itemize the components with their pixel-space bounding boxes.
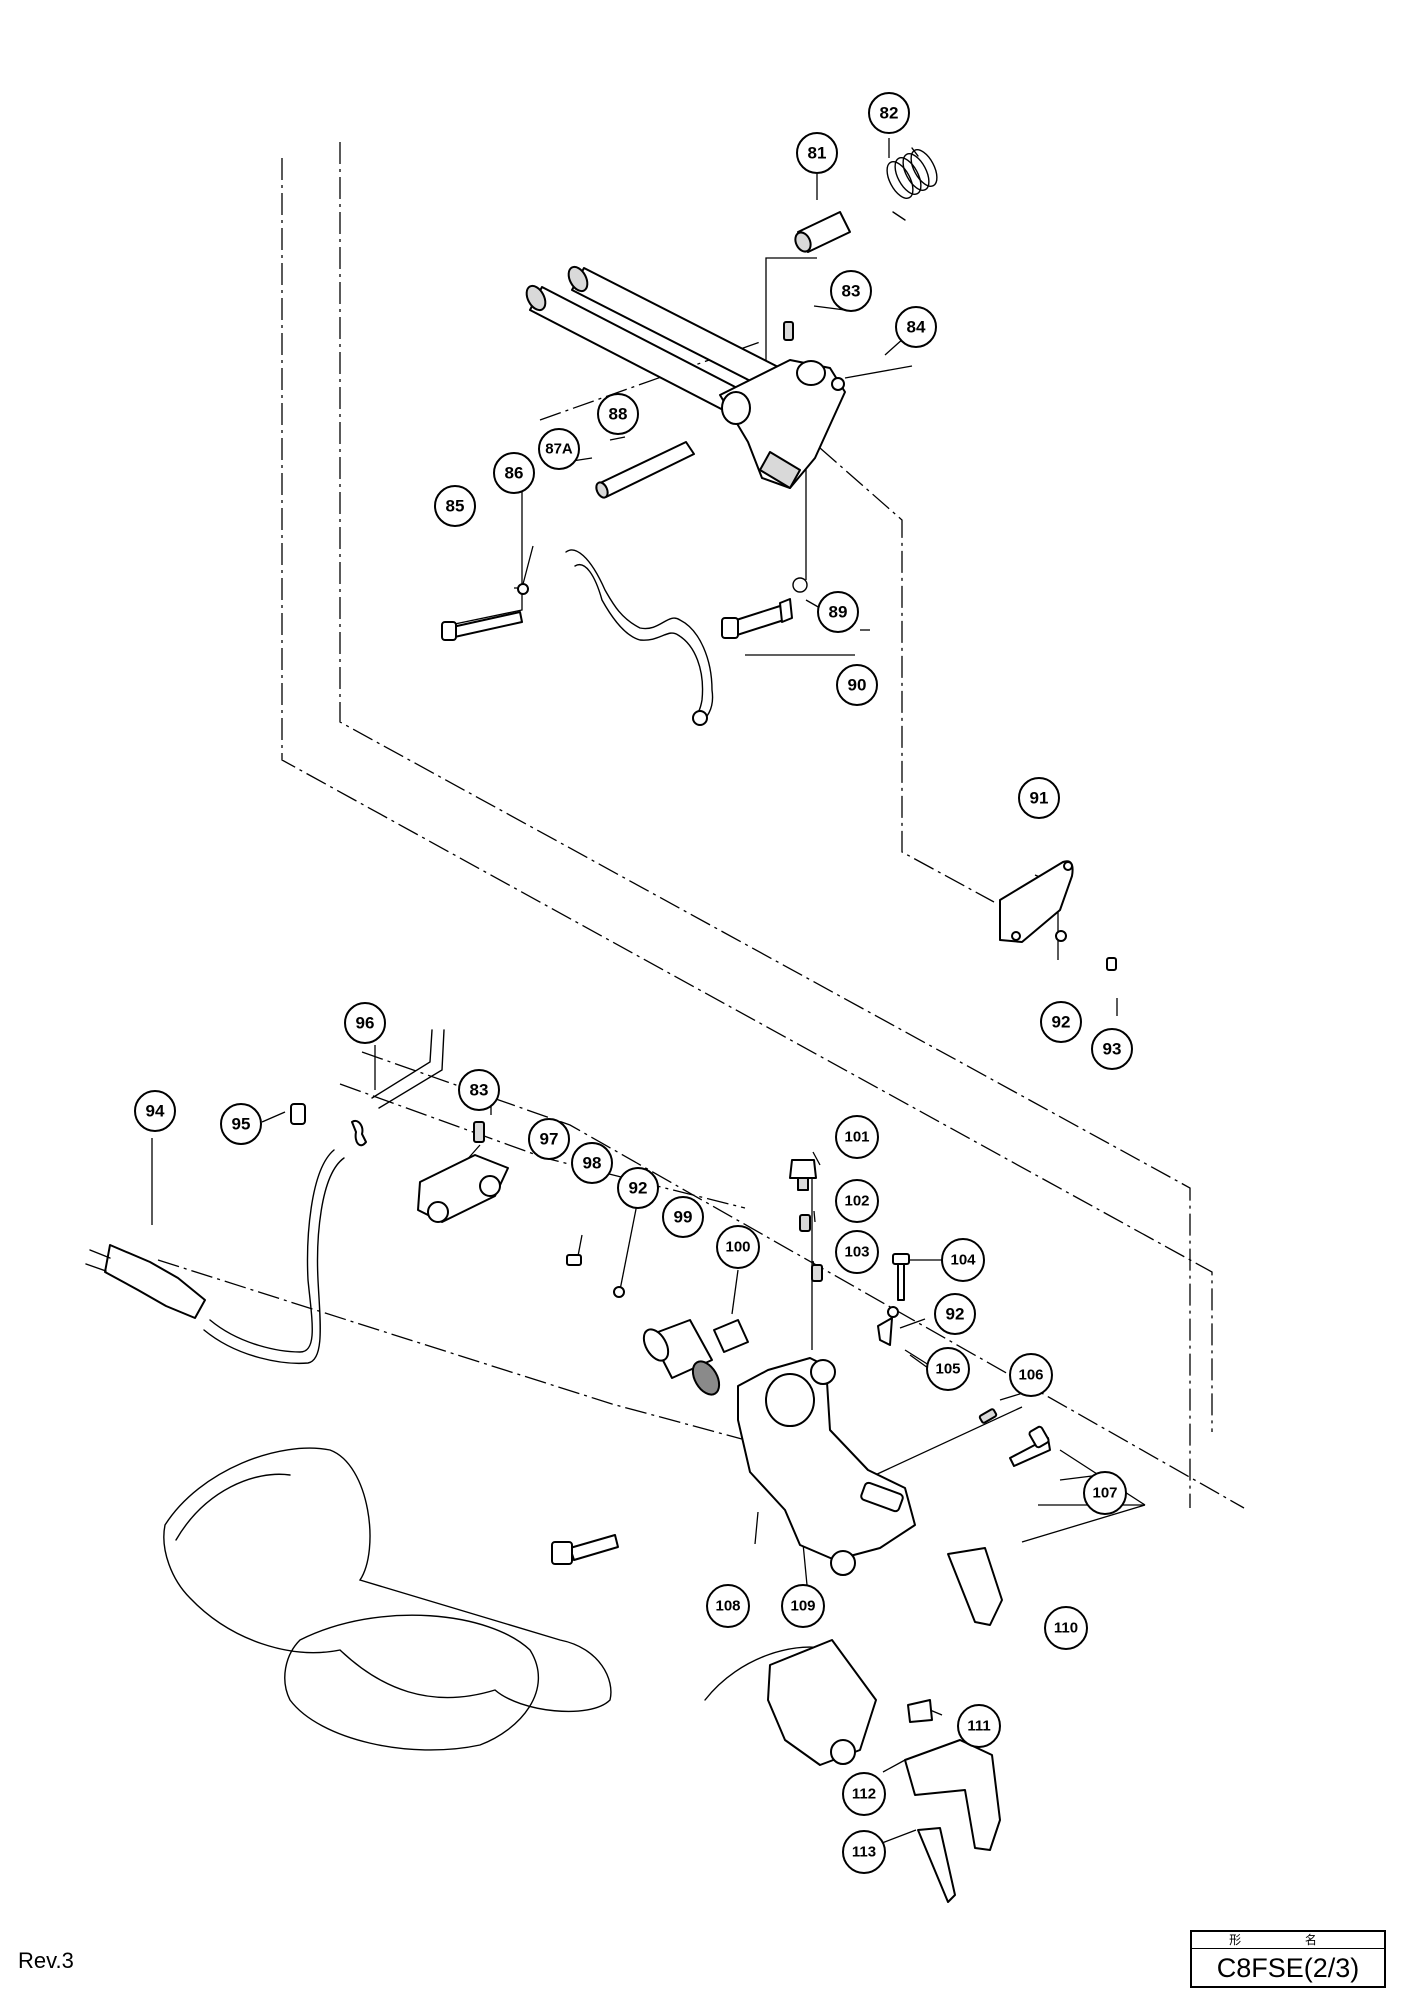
callout-104-label: 104 [950, 1252, 976, 1269]
callout-91-label: 91 [1030, 789, 1049, 808]
callout-89: 89 [817, 591, 859, 633]
model-title-block: 形 名 C8FSE(2/3) [1190, 1930, 1386, 1988]
callout-112-label: 112 [852, 1786, 876, 1803]
callout-97: 97 [528, 1118, 570, 1160]
callout-103-label: 103 [844, 1244, 869, 1261]
lower-assembly [85, 1029, 1051, 1903]
callout-109: 109 [781, 1584, 825, 1628]
callout-98: 98 [571, 1142, 613, 1184]
callout-102: 102 [835, 1179, 879, 1223]
callout-82-label: 82 [880, 104, 899, 123]
callout-99: 99 [662, 1196, 704, 1238]
callout-100: 100 [716, 1225, 760, 1269]
callout-84-label: 84 [907, 318, 926, 337]
callout-104: 104 [941, 1238, 985, 1282]
callout-96-label: 96 [356, 1014, 375, 1033]
callout-94-label: 94 [146, 1102, 165, 1121]
callout-86-label: 86 [505, 464, 524, 483]
callout-108-label: 108 [715, 1598, 740, 1615]
callout-95: 95 [220, 1103, 262, 1145]
callout-82: 82 [868, 92, 910, 134]
callout-113-label: 113 [852, 1844, 876, 1861]
callout-86: 86 [493, 452, 535, 494]
callout-83-lower: 83 [458, 1069, 500, 1111]
callout-100-label: 100 [725, 1239, 750, 1256]
callout-111-label: 111 [967, 1718, 990, 1735]
callout-107: 107 [1083, 1471, 1127, 1515]
callout-93: 93 [1091, 1028, 1133, 1070]
callout-85-label: 85 [446, 497, 465, 516]
callout-92-lower: 92 [617, 1167, 659, 1209]
callout-92-right-label: 92 [946, 1305, 965, 1324]
callout-88: 88 [597, 393, 639, 435]
callout-92-right: 92 [934, 1293, 976, 1335]
callout-87A-label: 87A [545, 441, 573, 458]
callout-106-label: 106 [1018, 1367, 1043, 1384]
callout-106: 106 [1009, 1353, 1053, 1397]
callout-93-label: 93 [1103, 1040, 1122, 1059]
callout-96: 96 [344, 1002, 386, 1044]
callouts: 82 81 83 84 88 87A 86 85 89 90 91 92 93 … [134, 92, 1133, 1874]
callout-113: 113 [842, 1830, 886, 1874]
callout-83-label: 83 [842, 282, 861, 301]
callout-90: 90 [836, 664, 878, 706]
upper-assembly [441, 147, 1117, 971]
leader-lines [151, 138, 1146, 1844]
revision-label: Rev.3 [18, 1948, 74, 1973]
callout-101-label: 101 [844, 1129, 869, 1146]
callout-85: 85 [434, 485, 476, 527]
callout-84: 84 [895, 306, 937, 348]
callout-95-label: 95 [232, 1115, 251, 1134]
callout-92: 92 [1040, 1001, 1082, 1043]
callout-87A: 87A [538, 428, 580, 470]
callout-108: 108 [706, 1584, 750, 1628]
callout-110: 110 [1044, 1606, 1088, 1650]
callout-110-label: 110 [1054, 1620, 1078, 1637]
callout-103: 103 [835, 1230, 879, 1274]
callout-109-label: 109 [790, 1598, 815, 1615]
callout-94: 94 [134, 1090, 176, 1132]
callout-105-label: 105 [935, 1361, 960, 1378]
callout-105: 105 [926, 1347, 970, 1391]
callout-111: 111 [957, 1704, 1001, 1748]
callout-99-label: 99 [674, 1208, 693, 1227]
model-caption: 形 名 [1192, 1932, 1384, 1949]
callout-91: 91 [1018, 777, 1060, 819]
callout-97-label: 97 [540, 1130, 559, 1149]
callout-92-label: 92 [1052, 1013, 1071, 1032]
callout-98-label: 98 [583, 1154, 602, 1173]
callout-112: 112 [842, 1772, 886, 1816]
callout-102-label: 102 [844, 1193, 869, 1210]
callout-92-lower-label: 92 [629, 1179, 648, 1198]
callout-89-label: 89 [829, 603, 848, 622]
callout-81-label: 81 [808, 144, 827, 163]
callout-90-label: 90 [848, 676, 867, 695]
callout-107-label: 107 [1092, 1485, 1117, 1502]
callout-101: 101 [835, 1115, 879, 1159]
model-name: C8FSE(2/3) [1216, 1953, 1360, 1983]
callout-83: 83 [830, 270, 872, 312]
callout-83-lower-label: 83 [470, 1081, 489, 1100]
callout-81: 81 [796, 132, 838, 174]
callout-88-label: 88 [609, 405, 628, 424]
